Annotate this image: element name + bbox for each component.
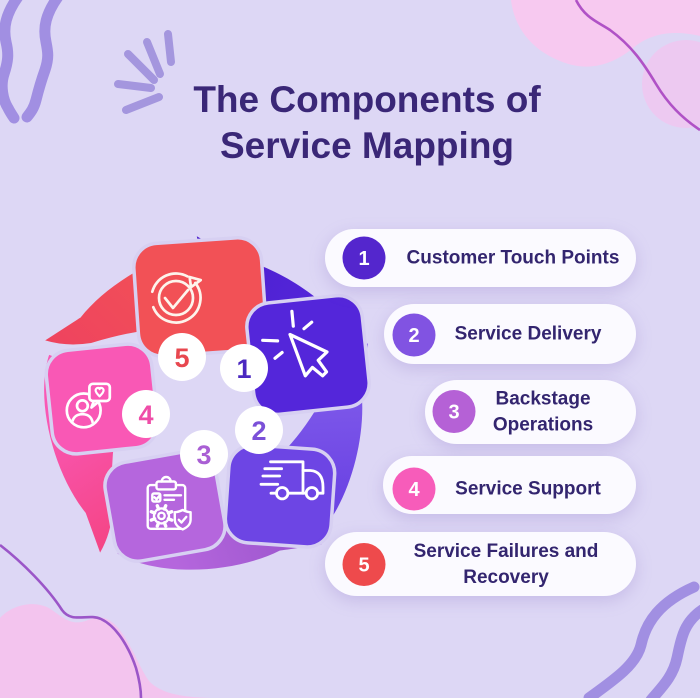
svg-text:2: 2: [251, 416, 266, 446]
svg-text:4: 4: [408, 479, 420, 501]
svg-text:3: 3: [196, 440, 211, 470]
svg-text:1: 1: [236, 354, 251, 384]
svg-text:Backstage: Backstage: [495, 389, 590, 410]
svg-text:5: 5: [358, 555, 369, 577]
svg-text:Service Delivery: Service Delivery: [455, 324, 602, 345]
svg-text:5: 5: [174, 343, 189, 373]
svg-text:3: 3: [448, 402, 459, 424]
svg-text:Service Support: Service Support: [455, 479, 601, 500]
svg-text:Customer Touch Points: Customer Touch Points: [407, 248, 620, 269]
svg-text:Service Mapping: Service Mapping: [220, 125, 514, 166]
svg-text:The Components of: The Components of: [193, 79, 541, 120]
svg-text:2: 2: [408, 325, 419, 347]
svg-text:4: 4: [138, 400, 153, 430]
svg-text:Service Failures and: Service Failures and: [414, 541, 599, 562]
svg-text:Recovery: Recovery: [463, 567, 549, 588]
svg-text:Operations: Operations: [493, 415, 593, 436]
svg-text:1: 1: [358, 248, 369, 270]
